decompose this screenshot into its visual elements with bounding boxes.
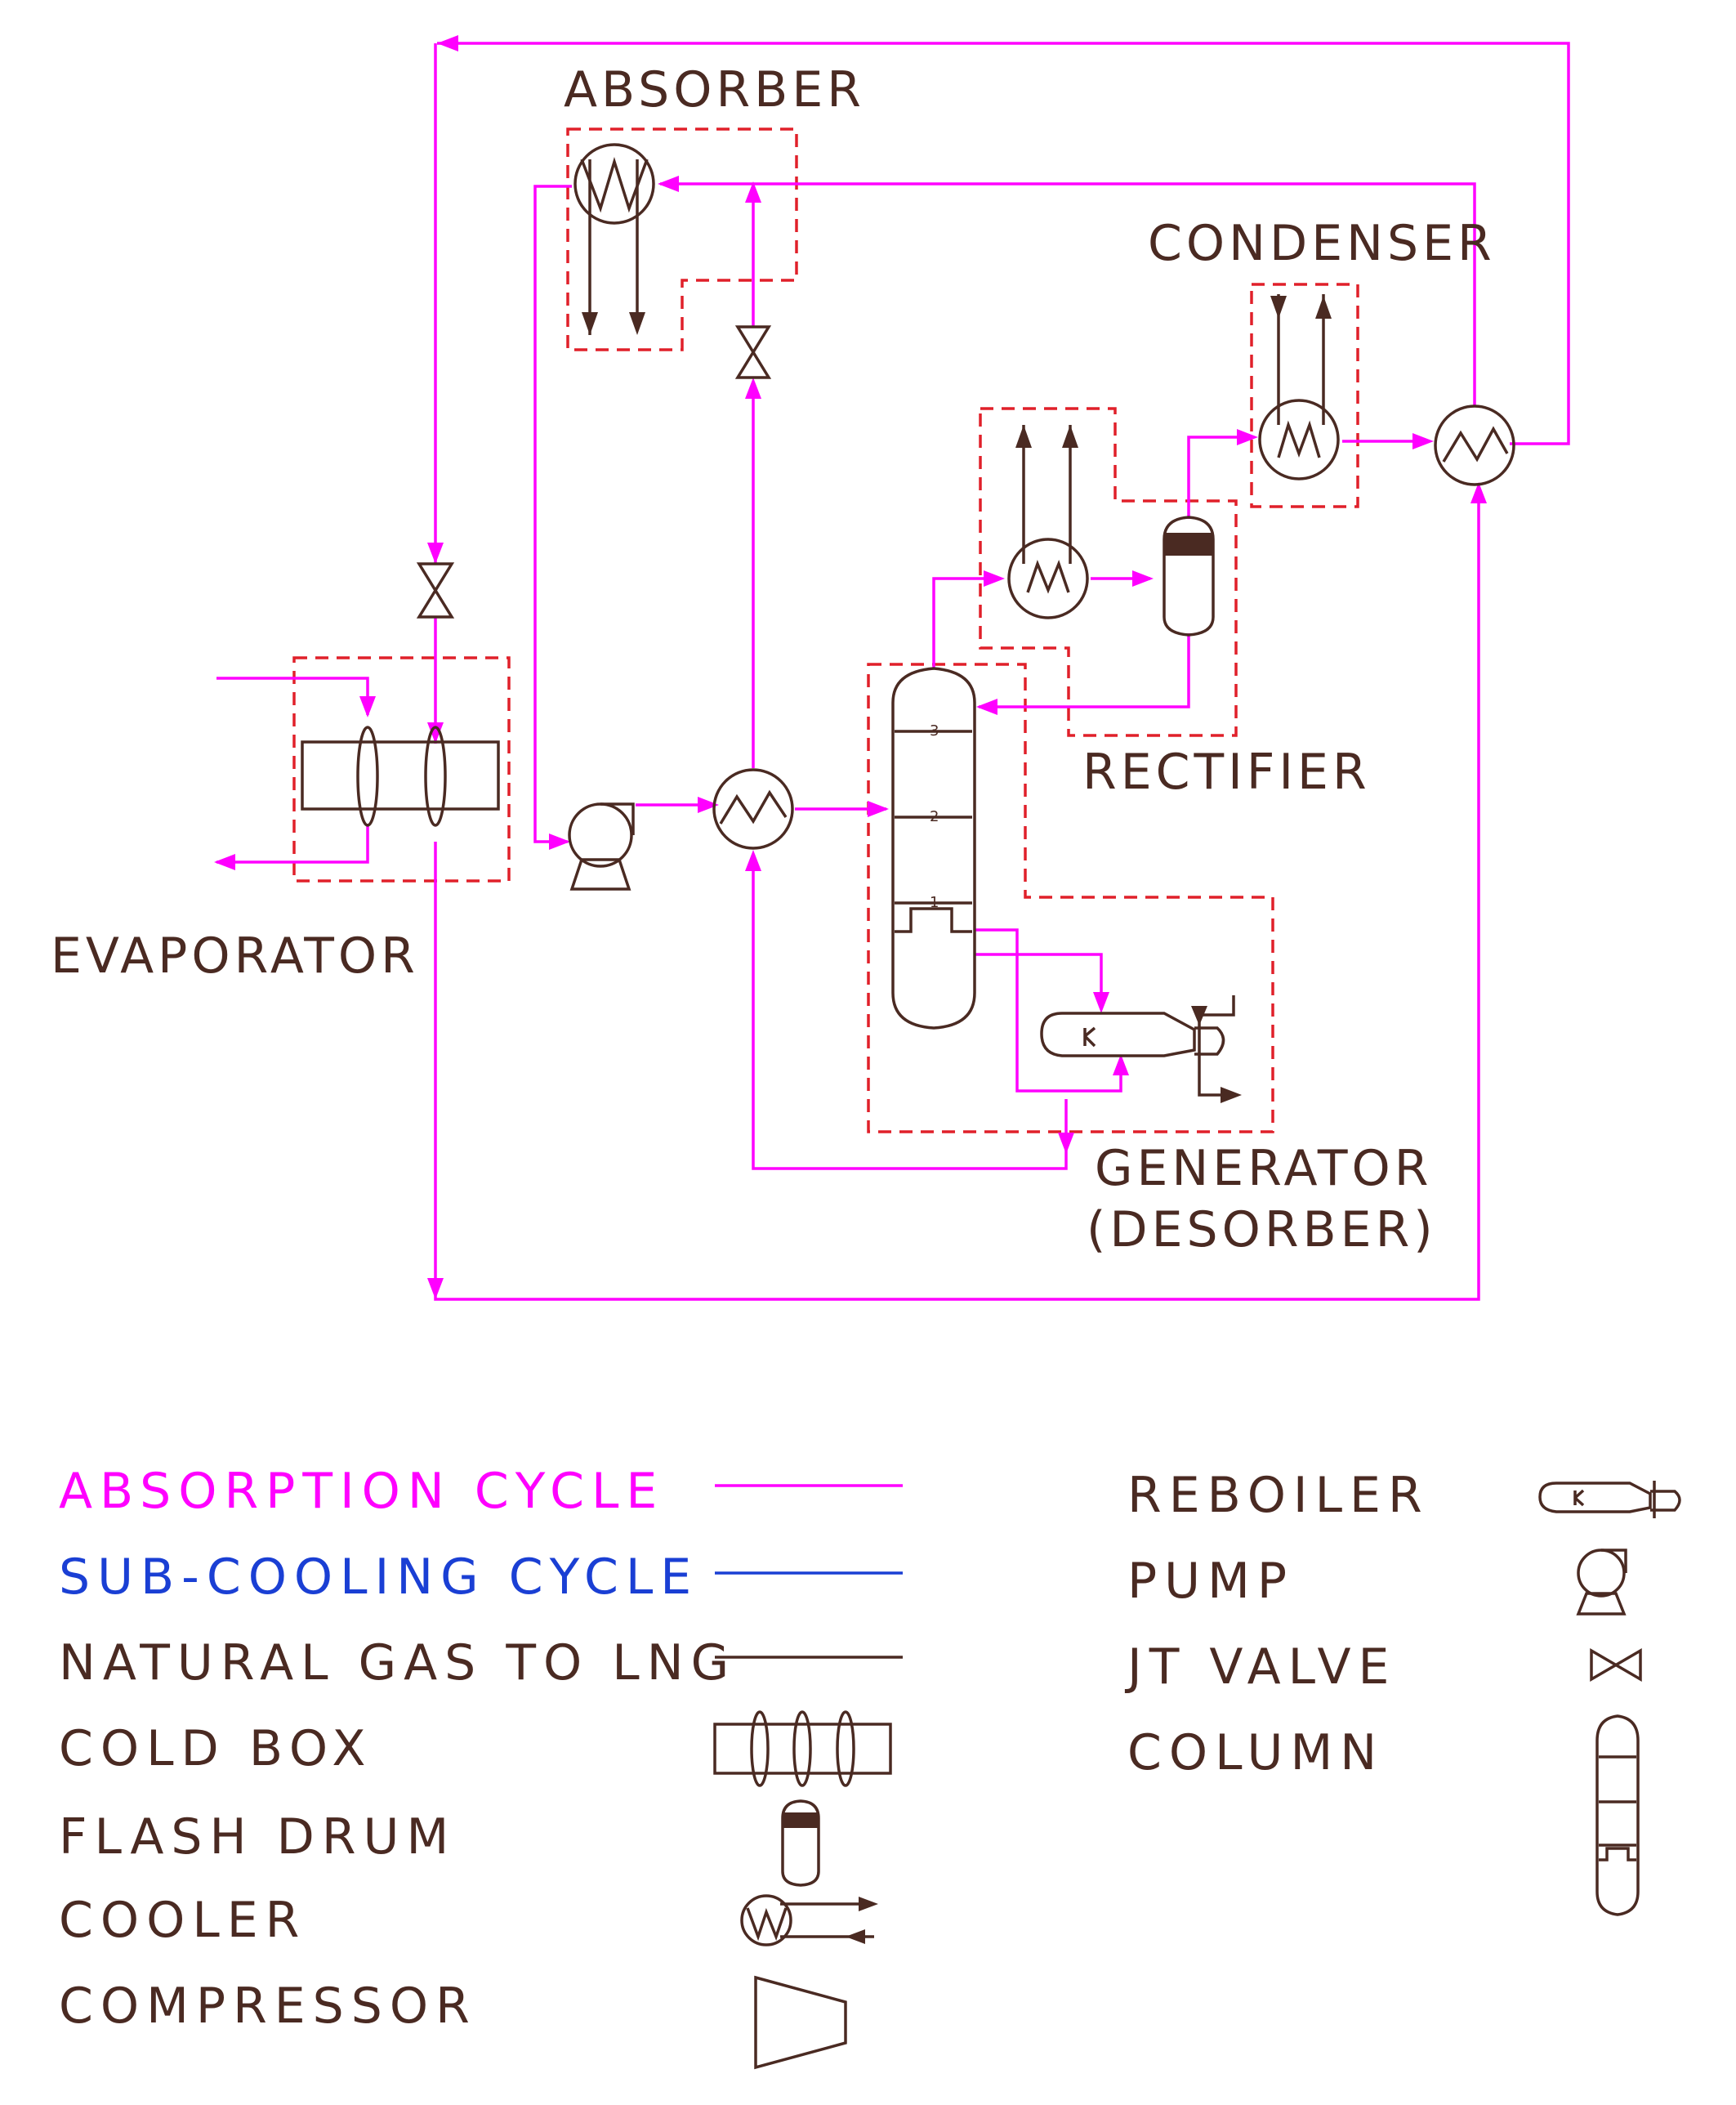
desorber-label: (DESORBER): [1087, 1201, 1437, 1258]
equipment: 3 2 1: [301, 143, 1515, 1103]
arrow-left: [214, 854, 235, 870]
flash-drum: [1163, 516, 1215, 637]
absorption-cycle-lines: [214, 35, 1570, 1301]
tray-label: 2: [930, 808, 939, 825]
flash-vapor-line: [1187, 436, 1254, 519]
arrow-down: [1093, 992, 1109, 1013]
arrow-up: [745, 181, 761, 203]
reboiler-feed-line: [975, 928, 1122, 1093]
legend-jt-valve-label: JT VALVE: [1124, 1638, 1396, 1696]
condenser-boundary: [1250, 283, 1359, 508]
jt-valve-absorber: [734, 325, 772, 379]
reboiler-vapor-line: [975, 953, 1103, 1009]
absorber-outlet-line: [533, 185, 572, 843]
unit-boundaries: [292, 127, 1359, 1133]
arrow-up: [745, 378, 761, 399]
arrow-right: [1132, 570, 1154, 587]
arrow-left: [658, 176, 679, 192]
arrow-down: [427, 722, 444, 744]
column-overhead-line: [932, 577, 1001, 668]
absorber-vapor-inlet: [660, 182, 1476, 407]
reboiler-icon: [1538, 1481, 1681, 1518]
generator-return-line: [752, 854, 1068, 1170]
generator-label: GENERATOR: [1095, 1140, 1432, 1197]
legend-pump-label: PUMP: [1127, 1553, 1294, 1610]
evaporator-outlet-line: [434, 498, 1480, 1301]
top-return-line: [437, 42, 1570, 445]
rectifier-label: RECTIFIER: [1082, 744, 1371, 801]
legend-reboiler-label: REBOILER: [1127, 1467, 1430, 1524]
absorber-label: ABSORBER: [564, 61, 865, 118]
arrow-right: [1237, 429, 1258, 445]
condenser-cooler: [1258, 294, 1340, 480]
cooler-icon: [740, 1894, 878, 1946]
right-heat-exchanger: [1434, 404, 1515, 486]
pump: [568, 802, 635, 891]
legend-subcooling-label: SUB-COOLING CYCLE: [59, 1549, 698, 1606]
compressor-icon: [754, 1975, 847, 2070]
jt-valve-evaporator: [416, 562, 455, 619]
arrow-down: [359, 696, 376, 717]
pump-icon: [1576, 1549, 1627, 1616]
evaporator-cold-box: [301, 726, 500, 827]
legend-column-label: COLUMN: [1127, 1724, 1384, 1781]
legend-cooler-label: COOLER: [59, 1892, 306, 1949]
reflux-line: [979, 633, 1190, 708]
arrow-down: [427, 543, 444, 564]
jt-valve-icon: [1590, 1647, 1642, 1683]
evaporator-label: EVAPORATOR: [51, 927, 419, 985]
arrow-right: [868, 801, 889, 817]
column-icon: [1595, 1714, 1640, 1916]
legend-compressor-label: COMPRESSOR: [59, 1978, 477, 2035]
arrow-up: [1470, 482, 1487, 503]
arrow-right: [984, 570, 1005, 587]
arrow-right: [1412, 433, 1434, 449]
legend-absorption-label: ABSORPTION CYCLE: [59, 1463, 664, 1520]
tray-label: 3: [930, 722, 939, 740]
arrow-right: [549, 834, 570, 850]
legend-cold-box-label: COLD BOX: [59, 1720, 373, 1777]
unit-labels: ABSORBER CONDENSER RECTIFIER EVAPORATOR …: [51, 61, 1496, 1258]
generator-boundary: [867, 663, 1274, 1133]
legend-flash-drum-label: FLASH DRUM: [59, 1808, 456, 1866]
mid-heat-exchanger: [712, 768, 794, 850]
reboiler: [1040, 995, 1242, 1103]
legend-natural-gas-label: NATURAL GAS TO LNG: [59, 1634, 736, 1692]
evaporator-gas-outlet: [216, 824, 369, 864]
rectifier-boundary: [979, 407, 1238, 737]
tray-label: 1: [930, 894, 939, 911]
absorber-boundary: [566, 127, 798, 351]
generator-column: 3 2 1: [891, 667, 976, 1030]
arrow-left: [437, 35, 458, 51]
arrow-up: [1113, 1054, 1129, 1075]
condenser-label: CONDENSER: [1148, 215, 1496, 272]
arrow-right: [698, 797, 719, 813]
arrow-down: [427, 1278, 444, 1299]
arrow-up: [745, 850, 761, 871]
absorber-cooler: [573, 143, 655, 335]
flash-drum-icon: [781, 1799, 820, 1887]
evaporator-boundary: [292, 656, 511, 883]
legend: ABSORPTION CYCLE SUB-COOLING CYCLE NATUR…: [59, 1463, 1681, 2070]
arrow-left: [976, 699, 997, 715]
arrow-down: [1058, 1133, 1074, 1154]
evaporator-gas-inlet: [216, 677, 369, 715]
cold-box-icon: [713, 1710, 892, 1787]
rectifier-cooler: [1007, 425, 1089, 619]
